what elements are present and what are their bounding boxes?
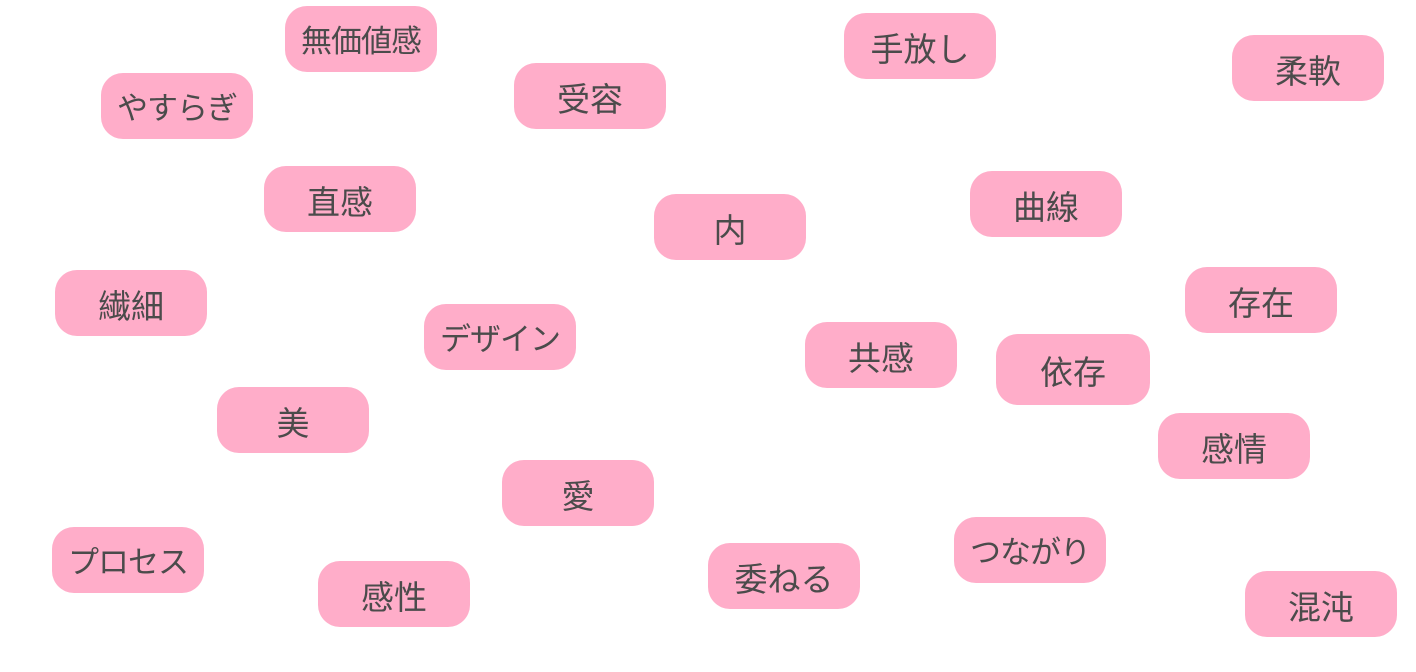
tag-yasuragi: やすらぎ — [101, 73, 253, 139]
tag-kyoukan: 共感 — [805, 322, 957, 388]
tag-izon: 依存 — [996, 334, 1150, 405]
tag-kanjou: 感情 — [1158, 413, 1310, 479]
tag-ai: 愛 — [502, 460, 654, 526]
tag-kyokusen: 曲線 — [970, 171, 1122, 237]
tag-kansei: 感性 — [318, 561, 470, 627]
tag-chokkan: 直感 — [264, 166, 416, 232]
tag-muka-chikan: 無価値感 — [285, 6, 437, 72]
tag-design: デザイン — [424, 304, 576, 370]
tag-juyou: 受容 — [514, 63, 666, 129]
tag-konton: 混沌 — [1245, 571, 1397, 637]
tag-process: プロセス — [52, 527, 204, 593]
tag-uchi: 内 — [654, 194, 806, 260]
tag-sensai: 繊細 — [55, 270, 207, 336]
tag-tsunagari: つながり — [954, 517, 1106, 583]
tag-yudaneru: 委ねる — [708, 543, 860, 609]
tag-bi: 美 — [217, 387, 369, 453]
tag-juuan: 柔軟 — [1232, 35, 1384, 101]
tag-tebanashi: 手放し — [844, 13, 996, 79]
tag-sonzai: 存在 — [1185, 267, 1337, 333]
